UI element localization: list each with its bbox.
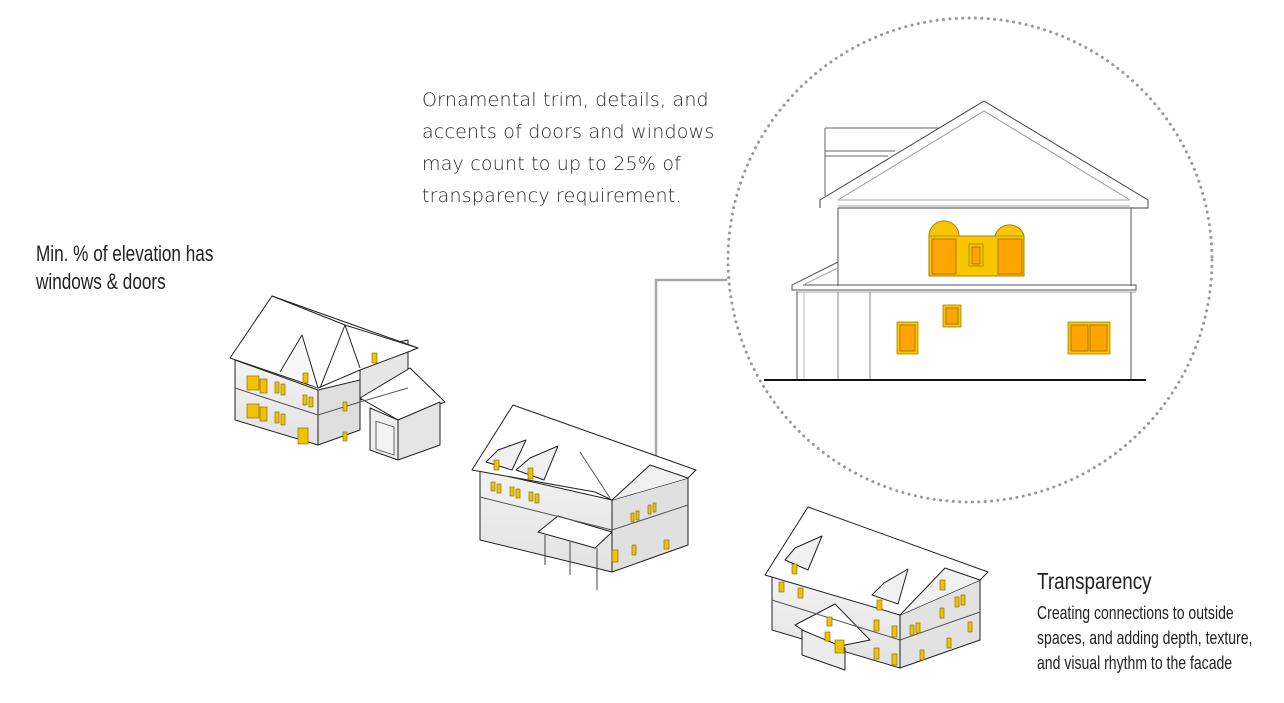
bay-window-right-pane xyxy=(997,238,1023,275)
house1-window xyxy=(302,394,308,406)
house1-window xyxy=(246,403,260,419)
lower-window-right-pane-b xyxy=(1089,324,1108,352)
house-with-dormers-and-porch xyxy=(471,404,697,590)
house1-window xyxy=(342,431,348,442)
house2-window xyxy=(528,491,534,502)
house2-window xyxy=(647,504,652,515)
house1-window xyxy=(280,383,286,396)
house1-window xyxy=(371,352,378,364)
magnifier-circle xyxy=(726,16,1214,504)
house3-window xyxy=(824,631,831,642)
house1-windows xyxy=(246,352,378,445)
house2-window xyxy=(515,488,521,499)
house3-window xyxy=(919,649,925,661)
lower-window-small-pane xyxy=(945,307,959,325)
house3-gable xyxy=(899,567,981,616)
house3-window xyxy=(939,607,945,619)
house1-garage-roof xyxy=(359,367,446,421)
house-large-with-garage xyxy=(229,295,446,461)
house3-dormer-left xyxy=(784,535,823,571)
house-with-gable-entry xyxy=(764,506,989,671)
house3-window xyxy=(939,579,946,591)
house2-window xyxy=(630,512,635,523)
house3-window xyxy=(778,581,785,593)
lower-window-right-pane-a xyxy=(1070,324,1089,352)
main-gable-outer xyxy=(819,100,1149,209)
house1-window xyxy=(259,406,268,422)
house2-window xyxy=(527,467,534,480)
house1-door xyxy=(297,427,309,445)
house2-porch-roof xyxy=(537,515,613,549)
house1-garage-door xyxy=(375,420,395,456)
elevation-windows xyxy=(896,220,1111,355)
house3-window xyxy=(876,599,883,611)
house3-floor-band xyxy=(771,599,981,641)
lower-roof-left xyxy=(791,261,1137,291)
house2-floor-band xyxy=(479,496,689,531)
house3-window xyxy=(873,619,880,632)
house1-hip-line xyxy=(319,324,361,389)
house2-window xyxy=(611,549,619,563)
house3-window xyxy=(873,647,880,660)
house2-window xyxy=(635,510,640,521)
house3-window xyxy=(909,624,915,636)
house3-window xyxy=(826,616,833,627)
bay-window-center-pane xyxy=(971,246,981,265)
house1-window xyxy=(280,413,286,426)
transparency-description: Creating connections to outside spaces, … xyxy=(1037,603,1253,673)
bay-window-left-pane xyxy=(931,238,957,275)
transparency-title: Transparency xyxy=(1037,568,1152,594)
house3-dormer-right xyxy=(871,568,909,605)
house1-window xyxy=(259,378,268,394)
house3-window xyxy=(954,596,960,608)
house3-window xyxy=(797,587,804,599)
house3-window xyxy=(891,625,898,638)
lower-roof-inner xyxy=(804,267,839,285)
house2-roof-line xyxy=(579,451,611,499)
house2-windows xyxy=(490,459,670,563)
house3-window xyxy=(967,621,973,633)
house2-window xyxy=(663,539,670,550)
house1-window xyxy=(274,381,280,394)
house1-window xyxy=(302,372,309,384)
house2-window xyxy=(496,483,502,494)
elevation-drawing xyxy=(764,100,1149,381)
house2-window xyxy=(652,502,657,513)
house1-window xyxy=(342,401,348,412)
house3-window xyxy=(791,563,798,575)
house3-door xyxy=(834,639,845,654)
house1-window xyxy=(246,375,260,391)
house1-floor-band xyxy=(234,387,409,416)
house2-window xyxy=(534,493,540,504)
house2-window xyxy=(490,481,496,492)
house1-garage-side xyxy=(397,401,441,461)
min-elevation-label: Min. % of elevation has windows & doors xyxy=(36,241,214,294)
house1-front-gable xyxy=(279,334,319,389)
house3-windows xyxy=(778,563,973,666)
main-gable-inner xyxy=(837,110,1131,201)
house3-window xyxy=(891,653,898,666)
ornamental-trim-note: Ornamental trim, details, and accents of… xyxy=(422,89,715,207)
house1-side-wall xyxy=(317,379,361,446)
house3-window xyxy=(915,622,921,634)
house2-gable xyxy=(611,464,689,501)
house2-window xyxy=(493,459,500,471)
house3-window xyxy=(946,637,952,649)
house3-entry-porch xyxy=(801,629,846,671)
house2-window xyxy=(509,486,515,497)
house2-dormer-right xyxy=(515,445,559,481)
lower-window-left-pane xyxy=(899,324,916,352)
house1-window xyxy=(308,396,314,408)
house1-window xyxy=(274,411,280,424)
house3-window xyxy=(960,594,966,606)
leader-line xyxy=(654,278,727,458)
back-roof-block xyxy=(824,127,940,196)
house2-window xyxy=(631,544,637,556)
